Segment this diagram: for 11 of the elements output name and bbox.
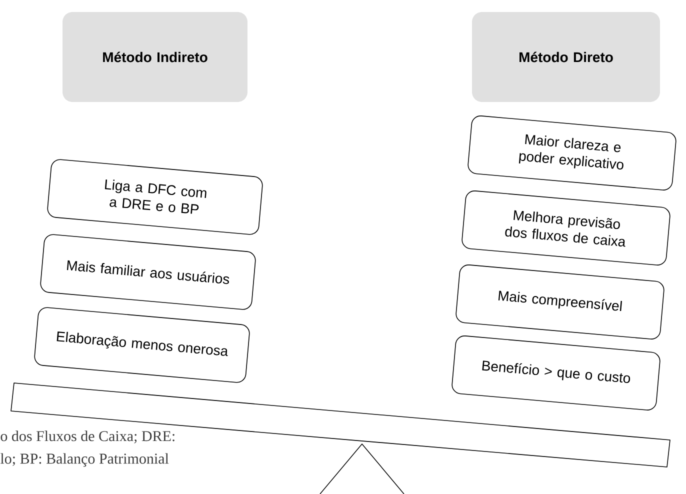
advantage-box: Liga a DFC com a DRE e o BP: [47, 159, 263, 235]
advantage-box: Elaboração menos onerosa: [34, 307, 250, 383]
note-text: o dos Fluxos de Caixa; DRE:: [0, 430, 174, 444]
advantage-box: Maior clareza e poder explicativo: [468, 116, 676, 190]
advantage-box: Mais compreensível: [456, 264, 664, 340]
advantage-box: Mais familiar aos usuários: [40, 234, 256, 310]
advantage-box: Melhora previsão dos fluxos de caixa: [462, 190, 670, 266]
note-text: lo; BP: Balanço Patrimonial: [0, 453, 169, 467]
advantage-box: Benefício > que o custo: [452, 336, 660, 410]
header-box: Método Indireto: [62, 12, 248, 102]
header-box: Método Direto: [472, 12, 660, 102]
